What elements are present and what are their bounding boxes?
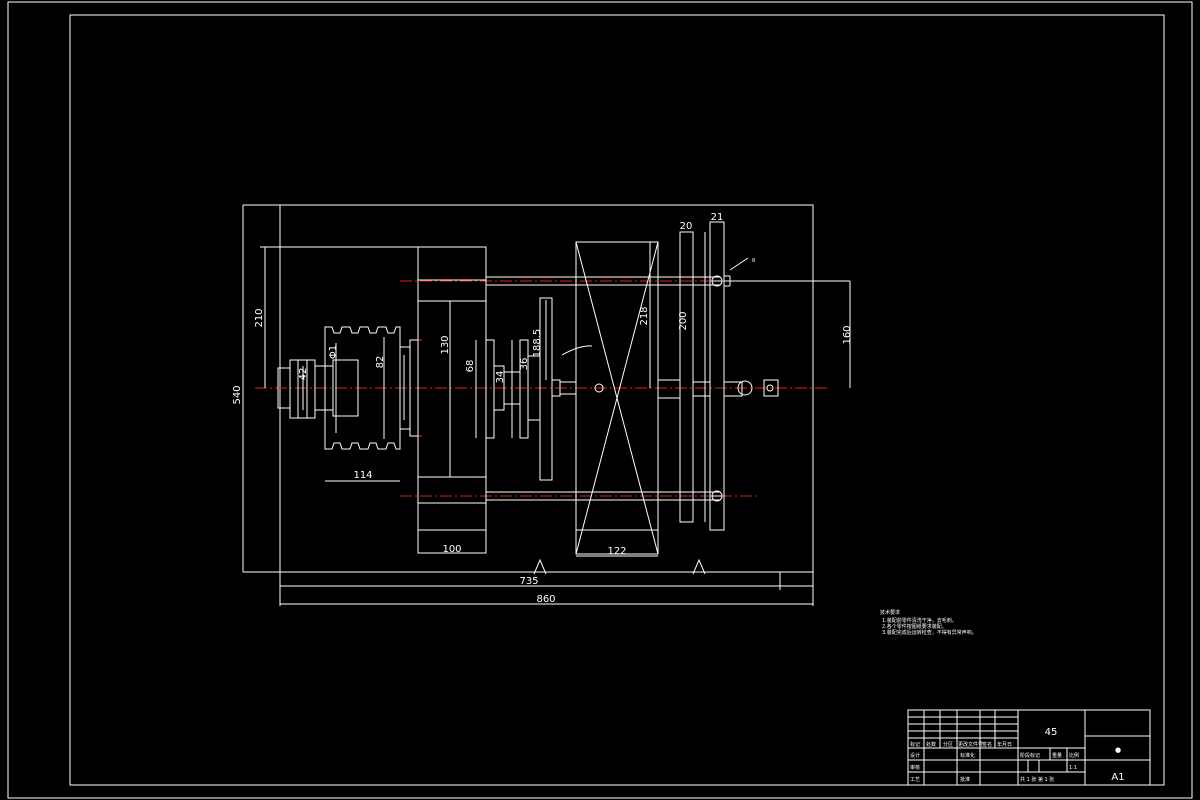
tb-review: 审核 xyxy=(910,764,920,771)
tb-approve: 批准 xyxy=(960,776,970,783)
tb-row-label-6: 年月日 xyxy=(997,741,1012,748)
dim-shaft-dia: 42 xyxy=(298,368,309,381)
dim-pulley-dia-b: 82 xyxy=(375,356,386,369)
dim-hub-dia: 36 xyxy=(519,358,530,371)
tb-dot: ● xyxy=(1115,746,1121,754)
dim-hub-len: 34 xyxy=(495,371,506,384)
dim-disc-height: 218 xyxy=(639,306,650,325)
dim-length-735: 735 xyxy=(519,576,538,587)
tech-notes-line1: 1.装配前零件清洗干净，去毛刺。 xyxy=(882,617,957,624)
dim-disc-width: 122 xyxy=(607,546,626,557)
inner-frame xyxy=(69,14,1165,786)
flange-hub xyxy=(485,297,577,481)
shaft-coupling xyxy=(277,359,359,419)
tb-sheets: 共 1 张 第 1 张 xyxy=(1020,776,1054,783)
dim-plate-thk-b: 21 xyxy=(711,212,724,223)
tb-scale-value: 1:1 xyxy=(1069,765,1077,771)
tb-sheet-size: A1 xyxy=(1111,772,1124,783)
tb-process: 工艺 xyxy=(910,777,920,783)
dim-plate-thk-a: 20 xyxy=(680,221,693,232)
bolt-label: 8 xyxy=(752,258,755,264)
dim-housing-width: 100 xyxy=(442,544,461,555)
tie-rods xyxy=(486,276,720,501)
dim-bar-height: 200 xyxy=(678,311,689,330)
dimension-lines xyxy=(242,205,851,606)
disc xyxy=(575,241,659,555)
tb-standardize: 标准化 xyxy=(960,752,975,759)
dim-pulley-width: 114 xyxy=(353,470,372,481)
tb-stage: 阶段标记 xyxy=(1020,752,1040,759)
tech-notes-line2: 2.各个零件按图纸要求装配。 xyxy=(882,623,947,630)
dim-overall-height: 540 xyxy=(232,385,243,404)
dim-upper-height: 210 xyxy=(254,308,265,327)
tb-row-label-4: 更改文件号 xyxy=(958,741,983,748)
dim-flange-height: 68 xyxy=(465,360,476,373)
dim-plate-height: 188.5 xyxy=(532,329,543,358)
tech-notes-line3: 3.装配完成后运转检查，不得有异常声响。 xyxy=(882,629,977,636)
dim-pulley-dia-a: Φ1 xyxy=(328,345,339,359)
tb-row-label-5: 签名 xyxy=(982,741,992,748)
dim-offset-height: 160 xyxy=(842,325,853,344)
tb-row-label-3: 分区 xyxy=(943,741,953,748)
technical-notes: 技术要求 1.装配前零件清洗干净，去毛刺。 2.各个零件按图纸要求装配。 3.装… xyxy=(880,609,977,636)
pulley xyxy=(324,326,419,450)
tb-scale: 比例 xyxy=(1069,752,1079,759)
outer-frame xyxy=(7,1,1193,799)
tb-weight: 重量 xyxy=(1052,752,1062,759)
tb-material: 45 xyxy=(1045,727,1058,738)
tb-row-label-2: 处数 xyxy=(926,741,936,748)
feet xyxy=(533,558,706,575)
title-block xyxy=(907,709,1151,786)
center-lines xyxy=(255,280,830,497)
tech-notes-title: 技术要求 xyxy=(880,609,900,616)
dim-length-860: 860 xyxy=(536,594,555,605)
side-plates xyxy=(657,221,850,531)
tb-row-label-1: 标记 xyxy=(910,741,920,748)
tb-design: 设计 xyxy=(910,752,920,759)
dim-housing-height: 130 xyxy=(440,335,451,354)
